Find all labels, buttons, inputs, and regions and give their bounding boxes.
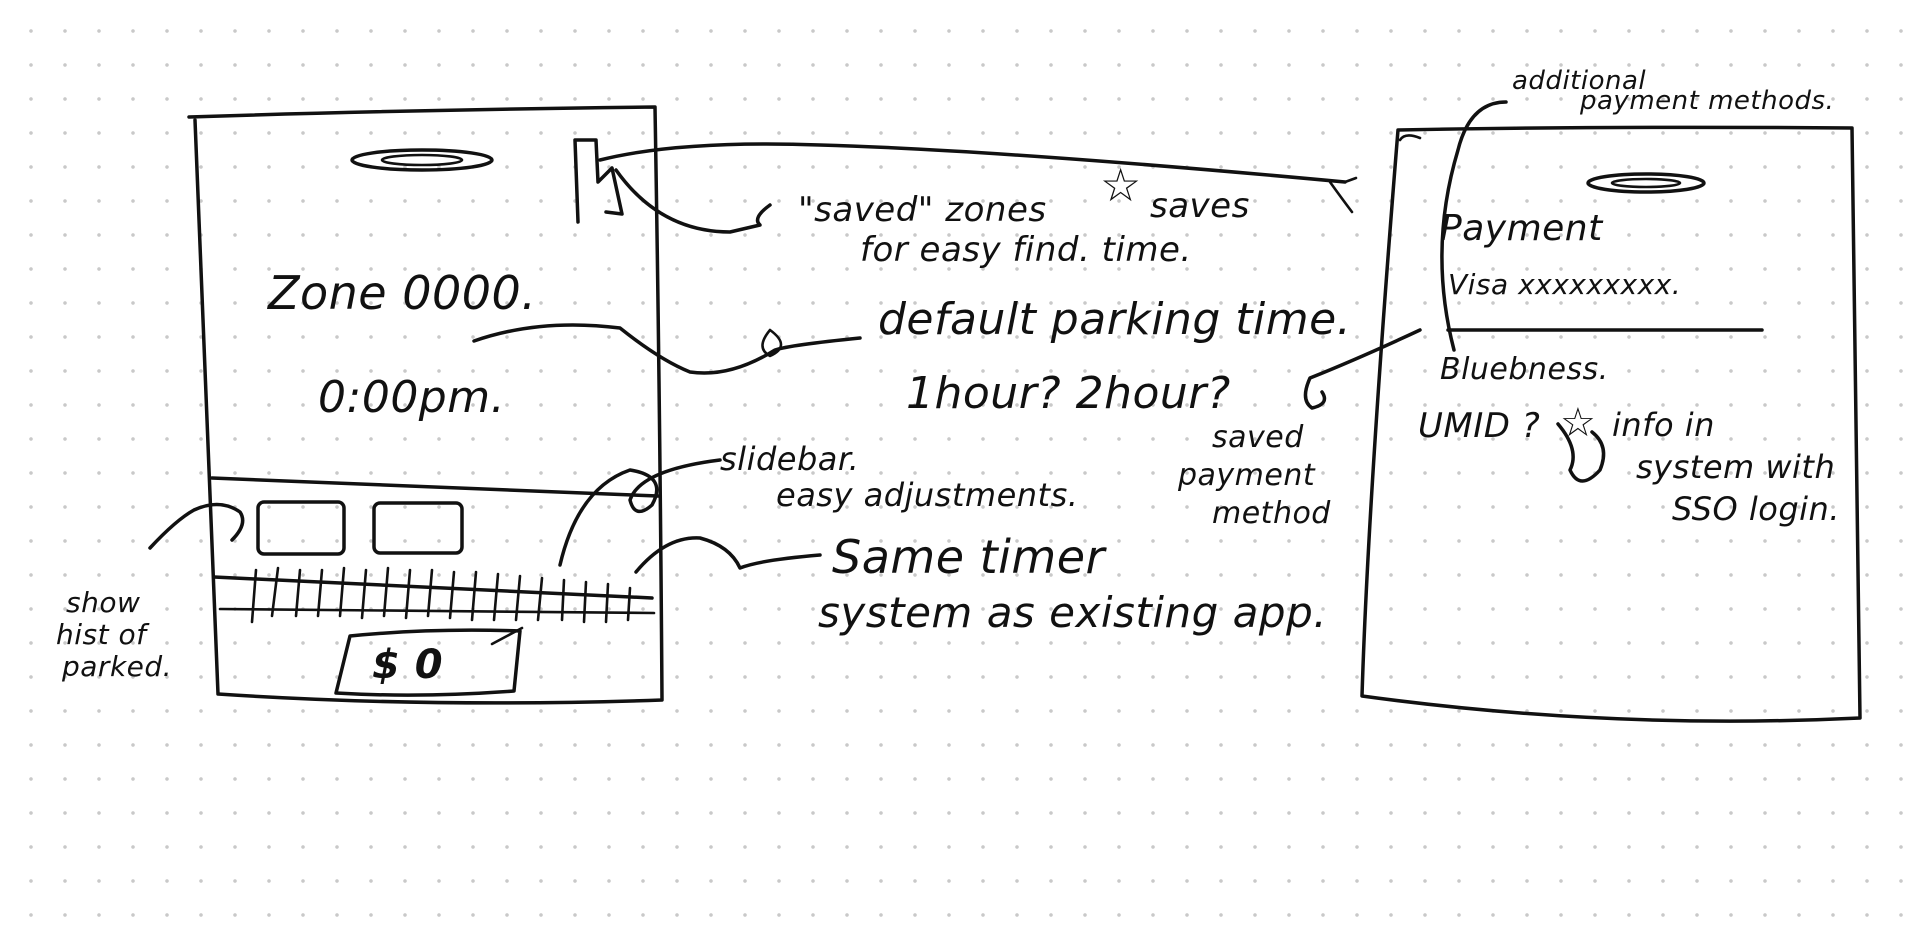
default-parking-note: default parking time. — [878, 294, 1352, 345]
star-sketch — [1556, 422, 1606, 483]
right-notch-icon — [1586, 172, 1706, 194]
slidebar-leader — [558, 458, 722, 567]
history-chip-1[interactable] — [256, 500, 346, 556]
bookmark-icon[interactable] — [573, 138, 624, 224]
saved-zone-leader — [614, 168, 772, 234]
zone-label: Zone 0000. — [268, 266, 537, 320]
saved-connector — [598, 142, 1347, 184]
star-icon: ☆ — [1560, 400, 1597, 446]
bluebness-label: Bluebness. — [1440, 352, 1609, 387]
same-timer-leader — [634, 536, 822, 574]
left-phone-frame — [187, 105, 664, 705]
card-label[interactable]: Visa xxxxxxxxx. — [1448, 268, 1682, 301]
notch-icon — [350, 148, 494, 172]
divider-line — [210, 476, 660, 498]
additional-payment-leader — [1440, 100, 1508, 352]
start-button-outline — [334, 628, 522, 697]
history-chip-2[interactable] — [372, 501, 464, 555]
saved-payment-leader — [1303, 328, 1422, 410]
star-icon: ☆ — [1100, 158, 1142, 212]
time-options-note: 1hour? 2hour? — [906, 368, 1231, 419]
time-label: 0:00pm. — [318, 372, 506, 423]
start-button[interactable]: $ 0 — [372, 642, 444, 688]
show-hist-leader — [148, 502, 245, 550]
payment-title: Payment — [1440, 208, 1603, 249]
slidebar-track[interactable] — [212, 566, 656, 624]
right-phone-frame — [1360, 125, 1862, 723]
default-parking-leader — [472, 323, 862, 375]
umid-label: UMID ? — [1418, 406, 1541, 446]
loop — [761, 328, 783, 358]
arrow-head — [1328, 176, 1358, 214]
